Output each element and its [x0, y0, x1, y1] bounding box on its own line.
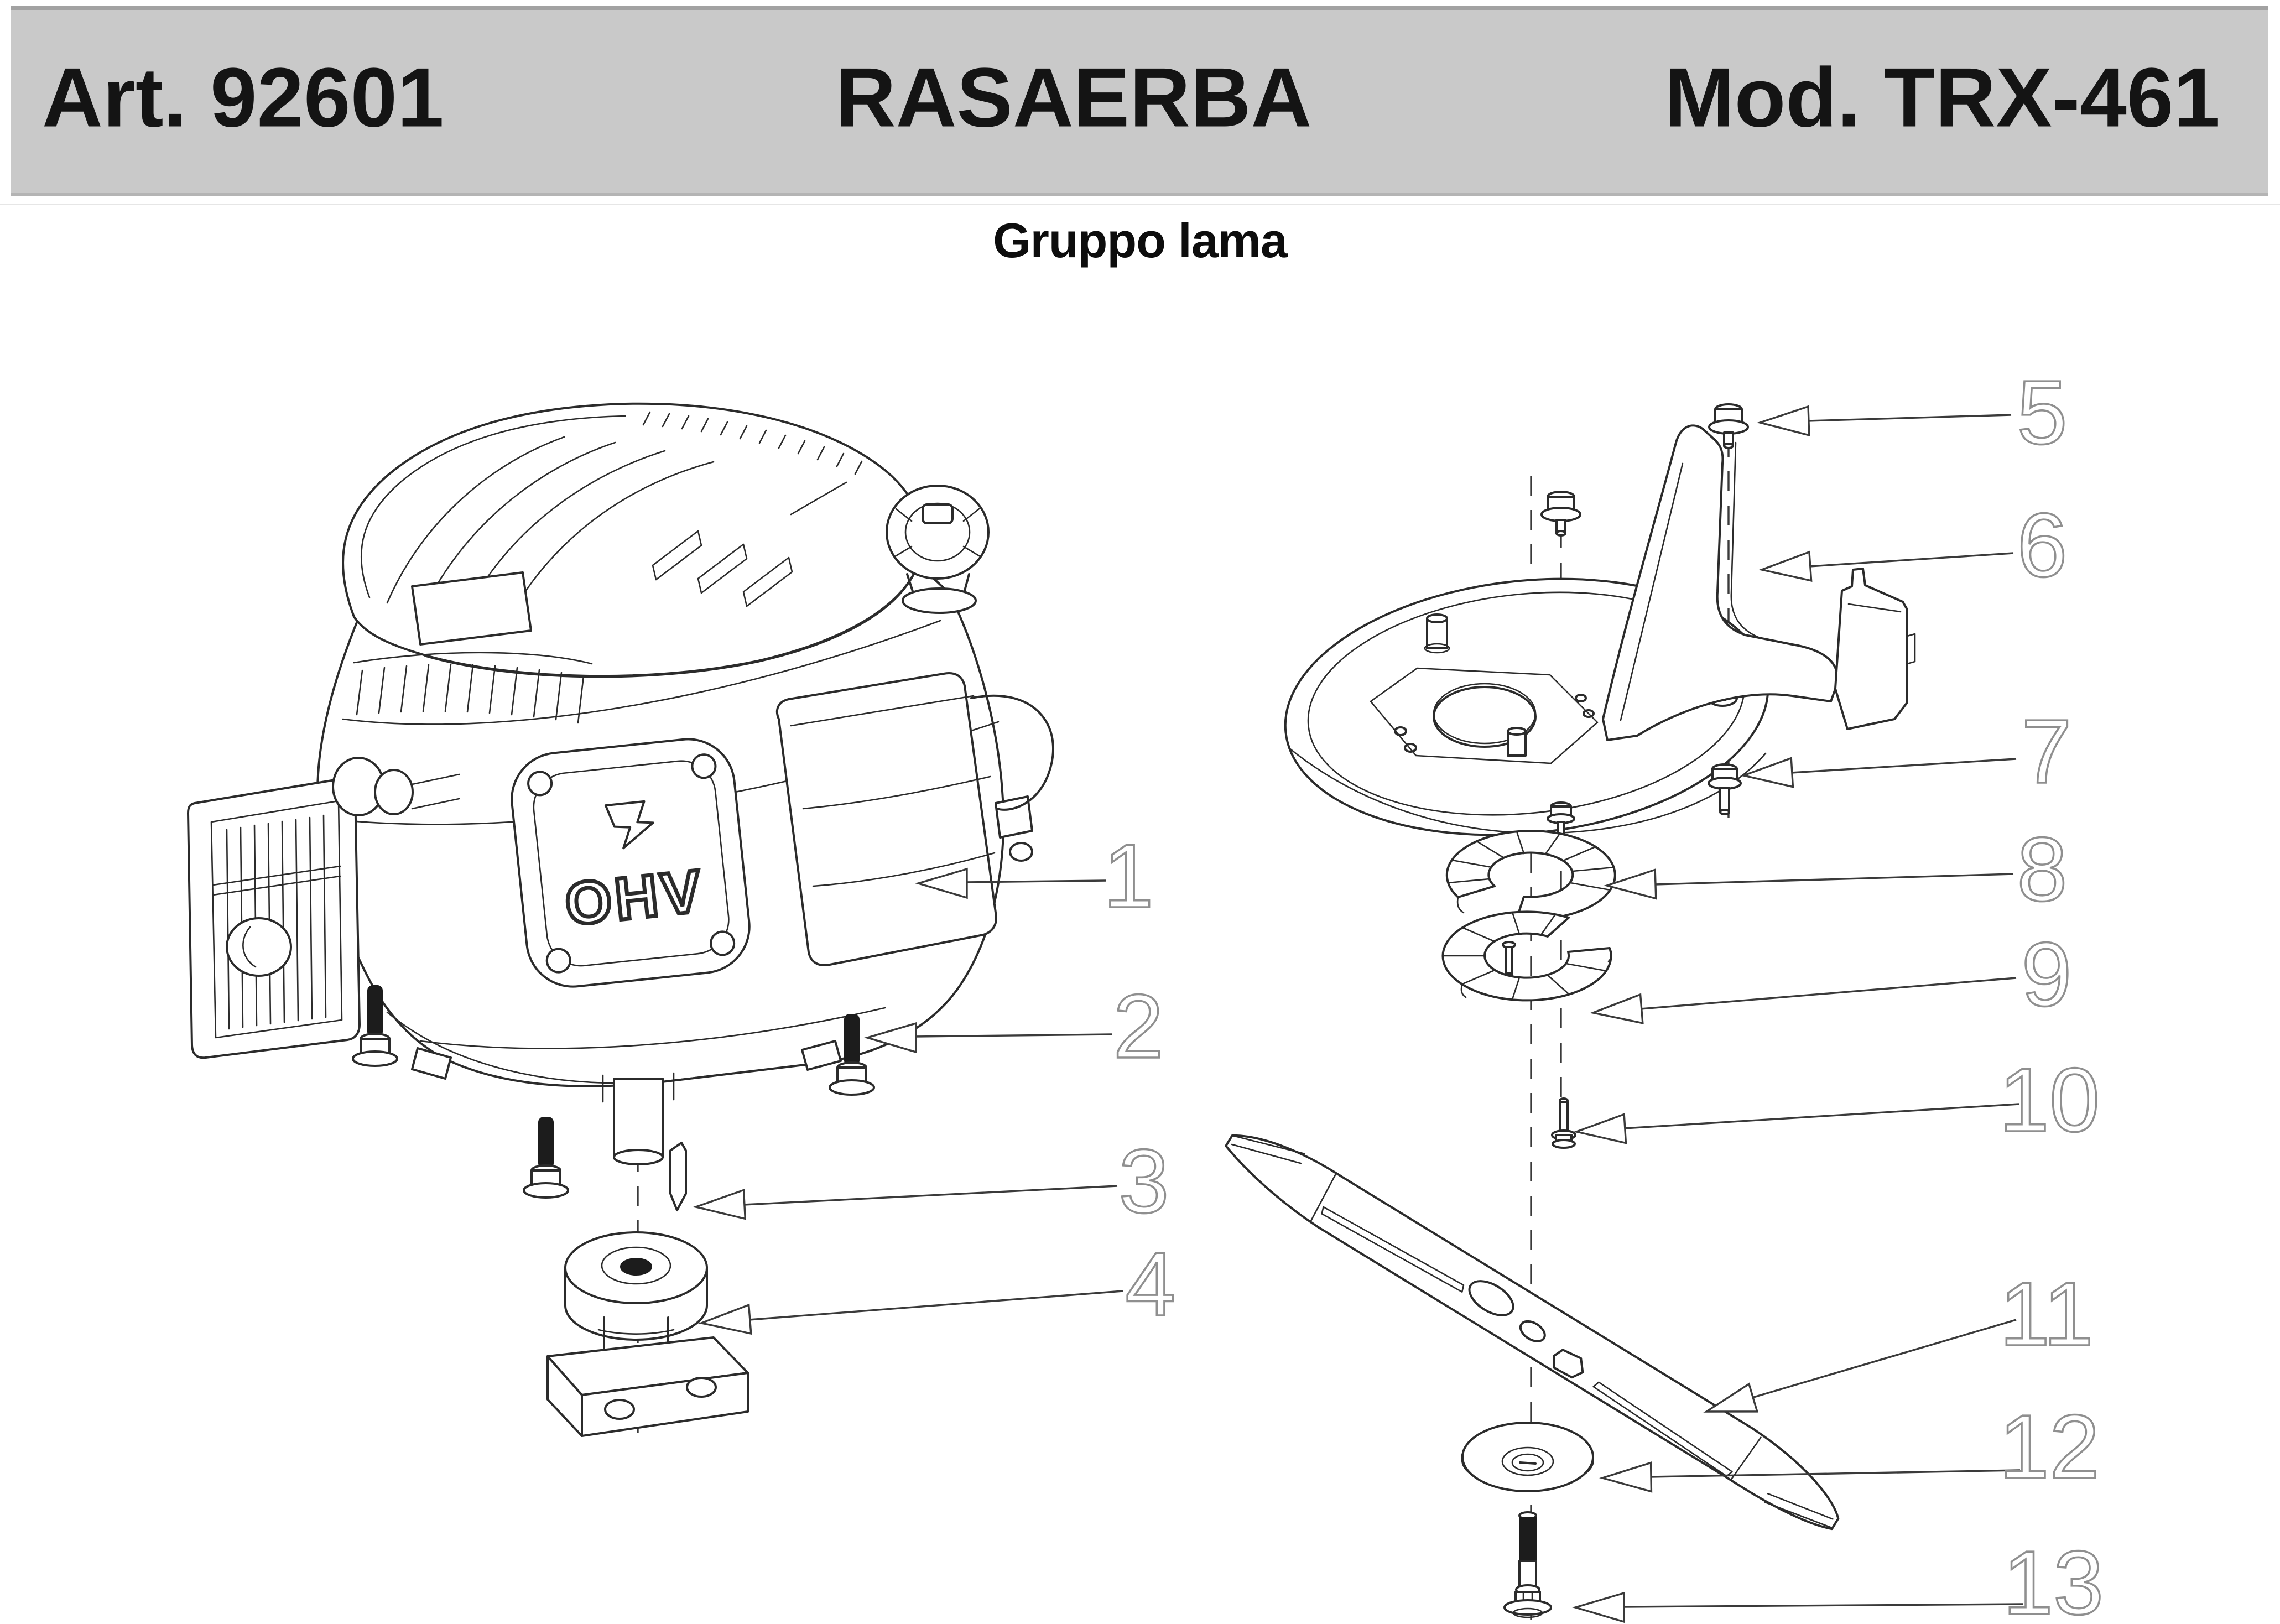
- header-bar: Art. 92601 RASAERBA Mod. TRX-461: [11, 6, 2268, 196]
- part-pin-small: [1502, 941, 1516, 978]
- part-screw-10: [1551, 1097, 1576, 1149]
- fuel-cap: [886, 485, 990, 614]
- leader-13: [1572, 1591, 2024, 1623]
- part-blade-adapter: [546, 1231, 749, 1437]
- muffler-grille: [187, 777, 361, 1059]
- deflector-plate: [1370, 667, 1599, 764]
- blade-hole-oval: [1468, 1280, 1514, 1316]
- callout-5: 5: [2017, 362, 2067, 463]
- diagram-subtitle: Gruppo lama: [993, 213, 1288, 268]
- tank-box: [775, 672, 1054, 966]
- model-number: Mod. TRX-461: [1664, 50, 2220, 144]
- leader-5: [1757, 405, 2012, 437]
- part-flange-bolt-top: [1540, 491, 1581, 537]
- engine-body-line: [342, 620, 941, 725]
- engine-illustration: OHV: [187, 402, 1054, 1165]
- engine-foot: [801, 1040, 842, 1071]
- callout-6: 6: [2017, 495, 2067, 596]
- engine-sump-line: [419, 1007, 886, 1049]
- cover-fitting: [332, 757, 460, 816]
- part-bolt-5: [1708, 403, 1749, 449]
- deflector-stud: [1507, 727, 1527, 757]
- callout-4: 4: [1125, 1233, 1175, 1335]
- deflector-wall: [1602, 424, 1839, 741]
- leader-11: [1703, 1319, 2017, 1413]
- engine-label-plate: [411, 571, 532, 646]
- part-blade-bolt: [1503, 1511, 1552, 1618]
- callout-11: 11: [2000, 1263, 2094, 1365]
- grille-hole: [226, 917, 292, 977]
- leader-4: [698, 1290, 1123, 1335]
- fuel-line: [970, 694, 1054, 811]
- leader-10: [1573, 1103, 2019, 1144]
- callout-numbers: 1 2 3 4 5 6 7 8 9 10 11 12 13: [1102, 361, 2105, 1624]
- callout-8: 8: [2017, 819, 2067, 920]
- deflector-wing: [1834, 568, 1908, 730]
- part-friction-disc-upper: [1445, 830, 1616, 932]
- blade-hole-hex: [1553, 1349, 1584, 1379]
- cooling-fins: [353, 652, 593, 724]
- part-mounting-bolt: [352, 985, 398, 1067]
- leader-1: [915, 867, 1107, 899]
- header-underline: [0, 204, 2280, 205]
- part-mulch-deflector: [1284, 424, 1916, 836]
- leader-3: [693, 1185, 1118, 1220]
- callout-3: 3: [1118, 1131, 1169, 1232]
- shroud-inner-line: [360, 415, 626, 598]
- part-washer: [1461, 1422, 1594, 1492]
- leader-6: [1758, 550, 2014, 582]
- engine-foot: [411, 1047, 452, 1080]
- leader-7: [1740, 757, 2017, 788]
- part-friction-disc-lower: [1441, 910, 1612, 1002]
- deflector-stud: [1424, 613, 1450, 654]
- callout-10: 10: [1999, 1049, 2100, 1151]
- leader-2: [864, 1022, 1112, 1054]
- valve-cover: OHV: [511, 738, 751, 988]
- part-mounting-bolt: [829, 1014, 875, 1096]
- article-number: Art. 92601: [42, 50, 444, 144]
- page-title: RASAERBA: [835, 50, 1312, 144]
- ohv-label: OHV: [562, 857, 707, 938]
- callout-13: 13: [2003, 1532, 2104, 1624]
- leader-12: [1599, 1461, 2021, 1493]
- part-mounting-bolt: [523, 1117, 569, 1199]
- crankshaft: [602, 1072, 675, 1165]
- callout-12: 12: [1999, 1396, 2100, 1497]
- part-blade: [1225, 1134, 1840, 1531]
- callout-2: 2: [1113, 976, 1163, 1077]
- part-screw-7: [1708, 763, 1742, 815]
- leader-8: [1604, 868, 2014, 900]
- blade-hole-center: [1519, 1320, 1546, 1342]
- carburetor: [995, 795, 1033, 839]
- callout-9: 9: [2021, 924, 2071, 1025]
- callout-1: 1: [1103, 825, 1153, 926]
- adapter-bracket-side: [546, 1355, 583, 1437]
- part-key-pin: [669, 1142, 687, 1211]
- leader-lines: [693, 405, 2024, 1623]
- shroud-serration: [642, 411, 863, 475]
- leader-9: [1590, 977, 2017, 1024]
- valve-cover-emblem: [604, 800, 654, 850]
- callout-7: 7: [2021, 701, 2071, 802]
- mounting-bolts: [352, 985, 875, 1199]
